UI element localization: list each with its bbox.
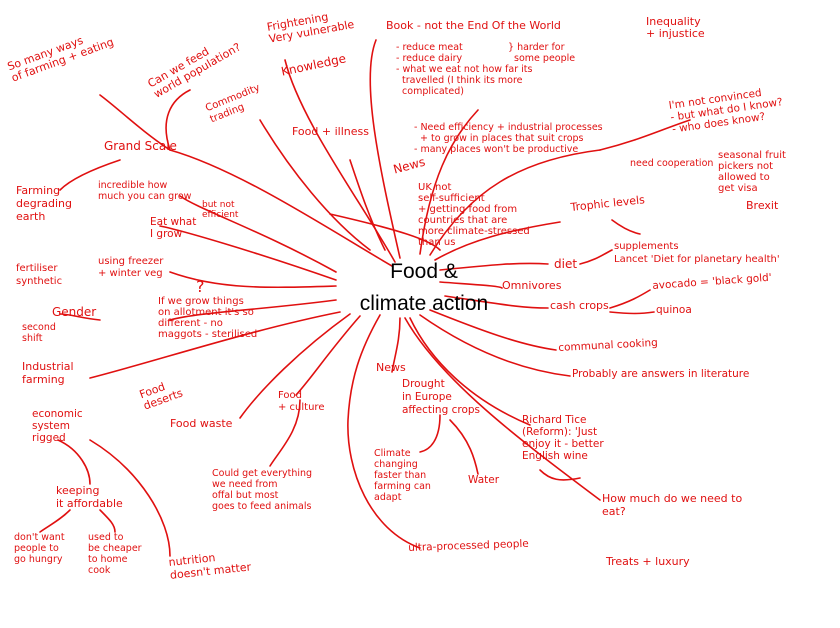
note-water: Water (468, 474, 500, 486)
connector-line (369, 39, 401, 259)
connector-line (419, 414, 441, 453)
note-food-illness: Food + illness (292, 125, 369, 138)
connector-line (284, 59, 396, 263)
connector-line (419, 109, 479, 255)
note-could-get: Could get everything we need from offal … (212, 468, 313, 512)
note-brexit: Brexit (746, 199, 779, 212)
note-omnivores: Omnivores (502, 279, 562, 292)
connector-line (89, 439, 171, 557)
connector-line (57, 439, 91, 485)
connector-line (159, 225, 337, 281)
note-diet: diet (554, 257, 578, 271)
connector-line (59, 313, 101, 321)
connector-line (179, 195, 337, 273)
note-answers: Probably are answers in literature (572, 368, 750, 380)
note-climate-changing: Climate changing faster than farming can… (374, 448, 431, 503)
note-need-cooperation: need cooperation (630, 158, 714, 169)
connector-line (609, 289, 651, 309)
note-news-bottom: News (376, 361, 406, 374)
connector-line (404, 317, 601, 501)
central-topic: Food & climate action (336, 256, 512, 320)
connector-line (169, 149, 393, 267)
note-farming-degrading: Farming degrading earth (16, 184, 72, 223)
connector-line (169, 271, 337, 289)
connector-line (349, 159, 386, 251)
note-need-efficiency: - Need efficiency + industrial processes… (414, 122, 603, 155)
connector-line (165, 89, 191, 151)
note-used-to: used to be cheaper to home cook (88, 532, 142, 576)
connector-line (39, 509, 71, 533)
note-cash-crops: cash crops (550, 299, 609, 312)
note-reduce-meat: - reduce meat - reduce dairy - what we e… (396, 42, 533, 97)
note-economic: economic system rigged (32, 408, 83, 444)
note-grand-scale: Grand Scale (104, 139, 177, 153)
note-but-not-efficient: but not efficient (202, 200, 239, 220)
connector-line (59, 159, 121, 191)
note-richard: Richard Tice (Reform): 'Just enjoy it - … (522, 414, 604, 462)
note-drought: Drought in Europe affecting crops (402, 378, 481, 416)
connector-line (391, 317, 401, 373)
connector-line (609, 311, 655, 315)
connector-line (239, 313, 351, 419)
connector-line (99, 509, 116, 533)
note-uk-not: UK not self-sufficient + getting food fr… (418, 182, 530, 248)
central-topic-line-2: climate action (359, 292, 489, 315)
connector-line (329, 213, 441, 251)
connector-line (444, 295, 549, 309)
connector-line (259, 119, 371, 251)
connector-line (434, 221, 561, 261)
connector-line (439, 281, 503, 289)
note-fertiliser: fertiliser synthetic (16, 263, 63, 287)
note-incredible: incredible how much you can grow (98, 180, 192, 202)
connector-line (611, 219, 641, 235)
connector-line (419, 314, 571, 377)
connector-line (439, 262, 549, 271)
note-dont-want: don't want people to go hungry (14, 532, 65, 565)
connector-line (347, 314, 421, 549)
connector-line (429, 149, 601, 256)
connector-line (599, 119, 691, 151)
connector-line (269, 399, 301, 467)
note-quinoa: quinoa (656, 304, 692, 316)
note-second-shift: second shift (22, 322, 56, 344)
note-inequality: Inequality + injustice (646, 15, 705, 40)
connector-line (409, 317, 531, 426)
note-industrial: Industrial farming (22, 360, 74, 386)
note-harder: } harder for some people (508, 42, 576, 64)
connector-line (579, 249, 613, 265)
note-book: Book - not the End Of the World (386, 19, 561, 32)
note-treats: Treats + luxury (606, 555, 690, 568)
connector-line (539, 469, 581, 481)
note-supplements: supplements Lancet 'Diet for planetary h… (614, 241, 780, 265)
note-if-we-grow: If we grow things on allotment it's so d… (158, 296, 258, 340)
connector-line (429, 309, 557, 351)
connector-line (169, 299, 337, 321)
note-using-freezer: using freezer + winter veg (98, 256, 164, 279)
note-keeping: keeping it affordable (56, 484, 123, 510)
connector-line (449, 419, 479, 475)
note-eat-what: Eat what I grow (150, 216, 197, 240)
connector-line (89, 311, 341, 379)
note-seasonal-fruit: seasonal fruit pickers not allowed to ge… (718, 150, 786, 194)
note-how-much: How much do we need to eat? (602, 492, 743, 518)
note-question-mark: ? (196, 277, 205, 296)
note-food-culture: Food + culture (278, 390, 325, 413)
central-topic-line-1: Food & (390, 260, 458, 283)
connector-line (99, 94, 171, 151)
note-gender: Gender (52, 305, 97, 319)
connector-line (295, 315, 361, 396)
note-food-waste: Food waste (170, 417, 233, 430)
